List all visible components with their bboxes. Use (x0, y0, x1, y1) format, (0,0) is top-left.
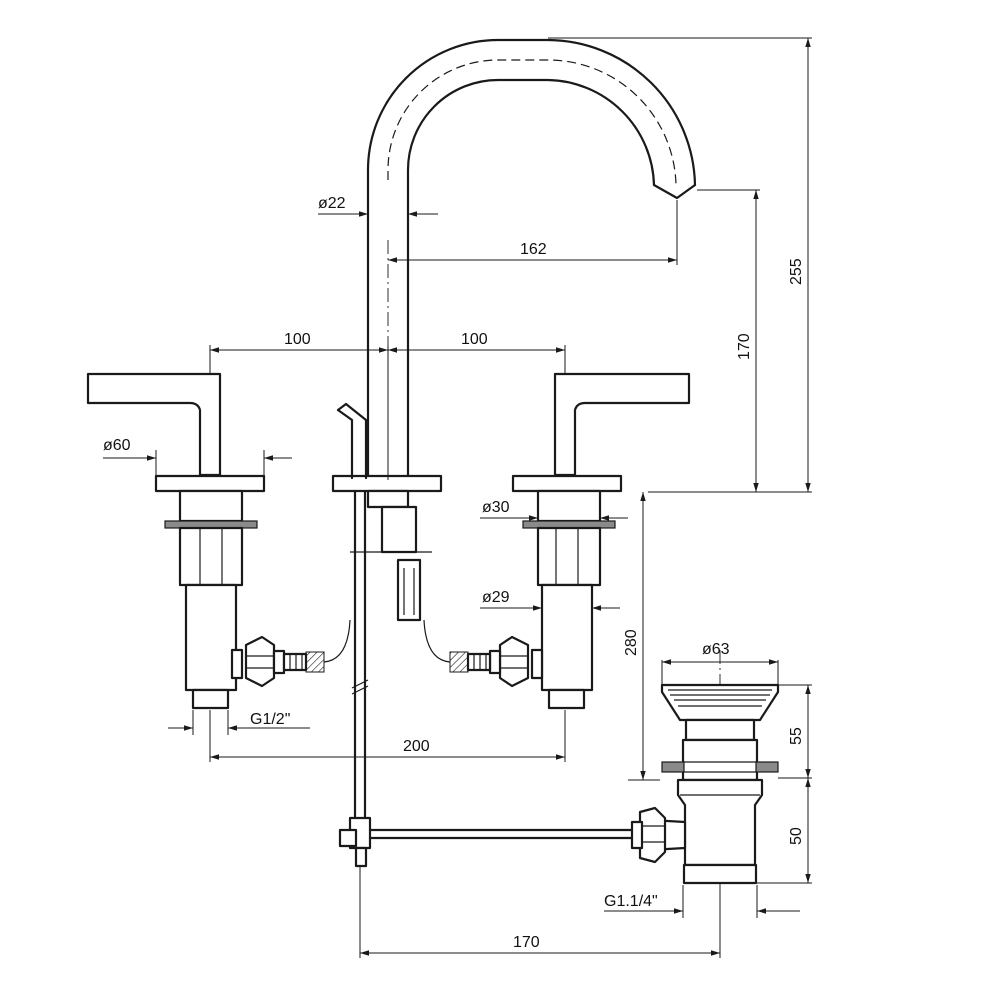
spout-diameter-label: ø22 (318, 195, 346, 212)
dimension-lines (103, 38, 811, 956)
drain-lower-label: 50 (788, 827, 805, 845)
right-valve (423, 372, 691, 710)
extension-lines (192, 37, 812, 958)
drain-diameter-label: ø63 (702, 641, 730, 658)
spout-height-label: 170 (736, 333, 753, 360)
spout-base (331, 474, 443, 622)
spout (366, 38, 697, 485)
rod-distance-label: 170 (513, 934, 540, 951)
left-spacing-label: 100 (284, 331, 311, 348)
drain-thread-label: G1.1/4" (604, 893, 658, 910)
valve-spacing-label: 200 (403, 738, 430, 755)
handle-diameter-label: ø60 (103, 437, 131, 454)
popup-rod (336, 402, 642, 868)
dimension-labels: ø22 162 255 170 100 100 ø60 ø30 ø29 280 … (103, 195, 805, 951)
spout-reach-label: 162 (520, 241, 547, 258)
left-valve (86, 372, 351, 710)
drain-assembly (630, 683, 780, 885)
flange-diameter-label: ø30 (482, 499, 510, 516)
total-height-label: 255 (788, 258, 805, 285)
drain-upper-label: 55 (788, 727, 805, 745)
inlet-thread-label: G1/2" (250, 711, 290, 728)
body-diameter-label: ø29 (482, 589, 510, 606)
right-spacing-label: 100 (461, 331, 488, 348)
body-length-label: 280 (623, 629, 640, 656)
